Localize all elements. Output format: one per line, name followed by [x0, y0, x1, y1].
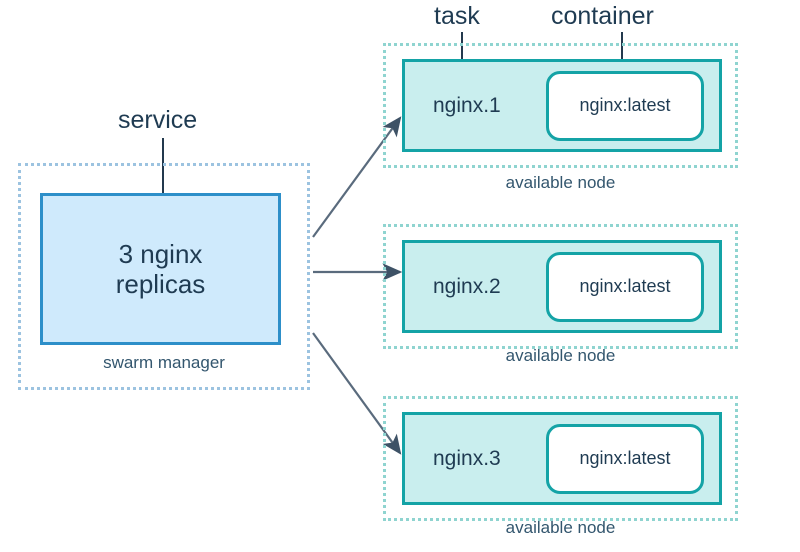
- service-replicas-label: 3 nginx replicas: [115, 238, 206, 299]
- swarm-manager-caption: swarm manager: [103, 353, 225, 372]
- node-zone-2: [383, 224, 738, 349]
- container-box-2[interactable]: nginx:latest: [546, 251, 704, 322]
- task-box-3[interactable]: nginx.3 nginx:latest: [402, 412, 722, 505]
- container-box-3[interactable]: nginx:latest: [546, 423, 704, 494]
- task-box-1[interactable]: nginx.1 nginx:latest: [402, 59, 722, 152]
- node-zone-1: [383, 43, 738, 168]
- container-image-label-2: nginx:latest: [579, 276, 671, 296]
- container-image-label-3: nginx:latest: [579, 448, 671, 468]
- container-image-label-1: nginx:latest: [579, 95, 671, 115]
- node-caption-3: available node: [505, 518, 616, 537]
- node-caption-1: available node: [505, 173, 616, 192]
- container-box-1[interactable]: nginx:latest: [546, 70, 704, 141]
- annotation-service: service: [118, 106, 198, 134]
- swarm-manager-zone: [18, 163, 310, 390]
- node-zone-3: [383, 396, 738, 521]
- task-name-label-2: nginx.2: [433, 274, 501, 298]
- node-caption-2: available node: [505, 346, 616, 365]
- task-name-label-1: nginx.1: [433, 93, 501, 117]
- annotation-container: container: [551, 2, 654, 30]
- service-box[interactable]: 3 nginx replicas: [40, 193, 281, 345]
- task-name-label-3: nginx.3: [433, 446, 501, 470]
- task-box-2[interactable]: nginx.2 nginx:latest: [402, 240, 722, 333]
- annotation-task: task: [434, 2, 480, 30]
